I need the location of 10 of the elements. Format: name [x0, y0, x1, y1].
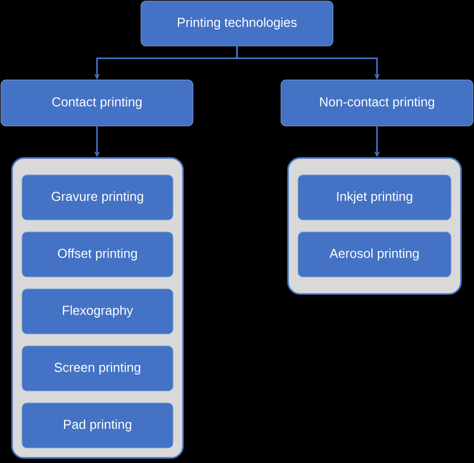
process-box: Inkjet printing [298, 174, 452, 220]
process-box: Contact printing [0, 80, 194, 126]
process-box: Screen printing [22, 346, 174, 392]
process-box: Gravure printing [22, 174, 174, 220]
process-box: Flexography [22, 288, 174, 334]
process-box: Offset printing [22, 232, 174, 278]
process-box: Printing technologies [140, 0, 334, 46]
process-box: Non-contact printing [280, 80, 474, 126]
process-box: Aerosol printing [298, 232, 452, 278]
process-box: Pad printing [22, 402, 174, 448]
